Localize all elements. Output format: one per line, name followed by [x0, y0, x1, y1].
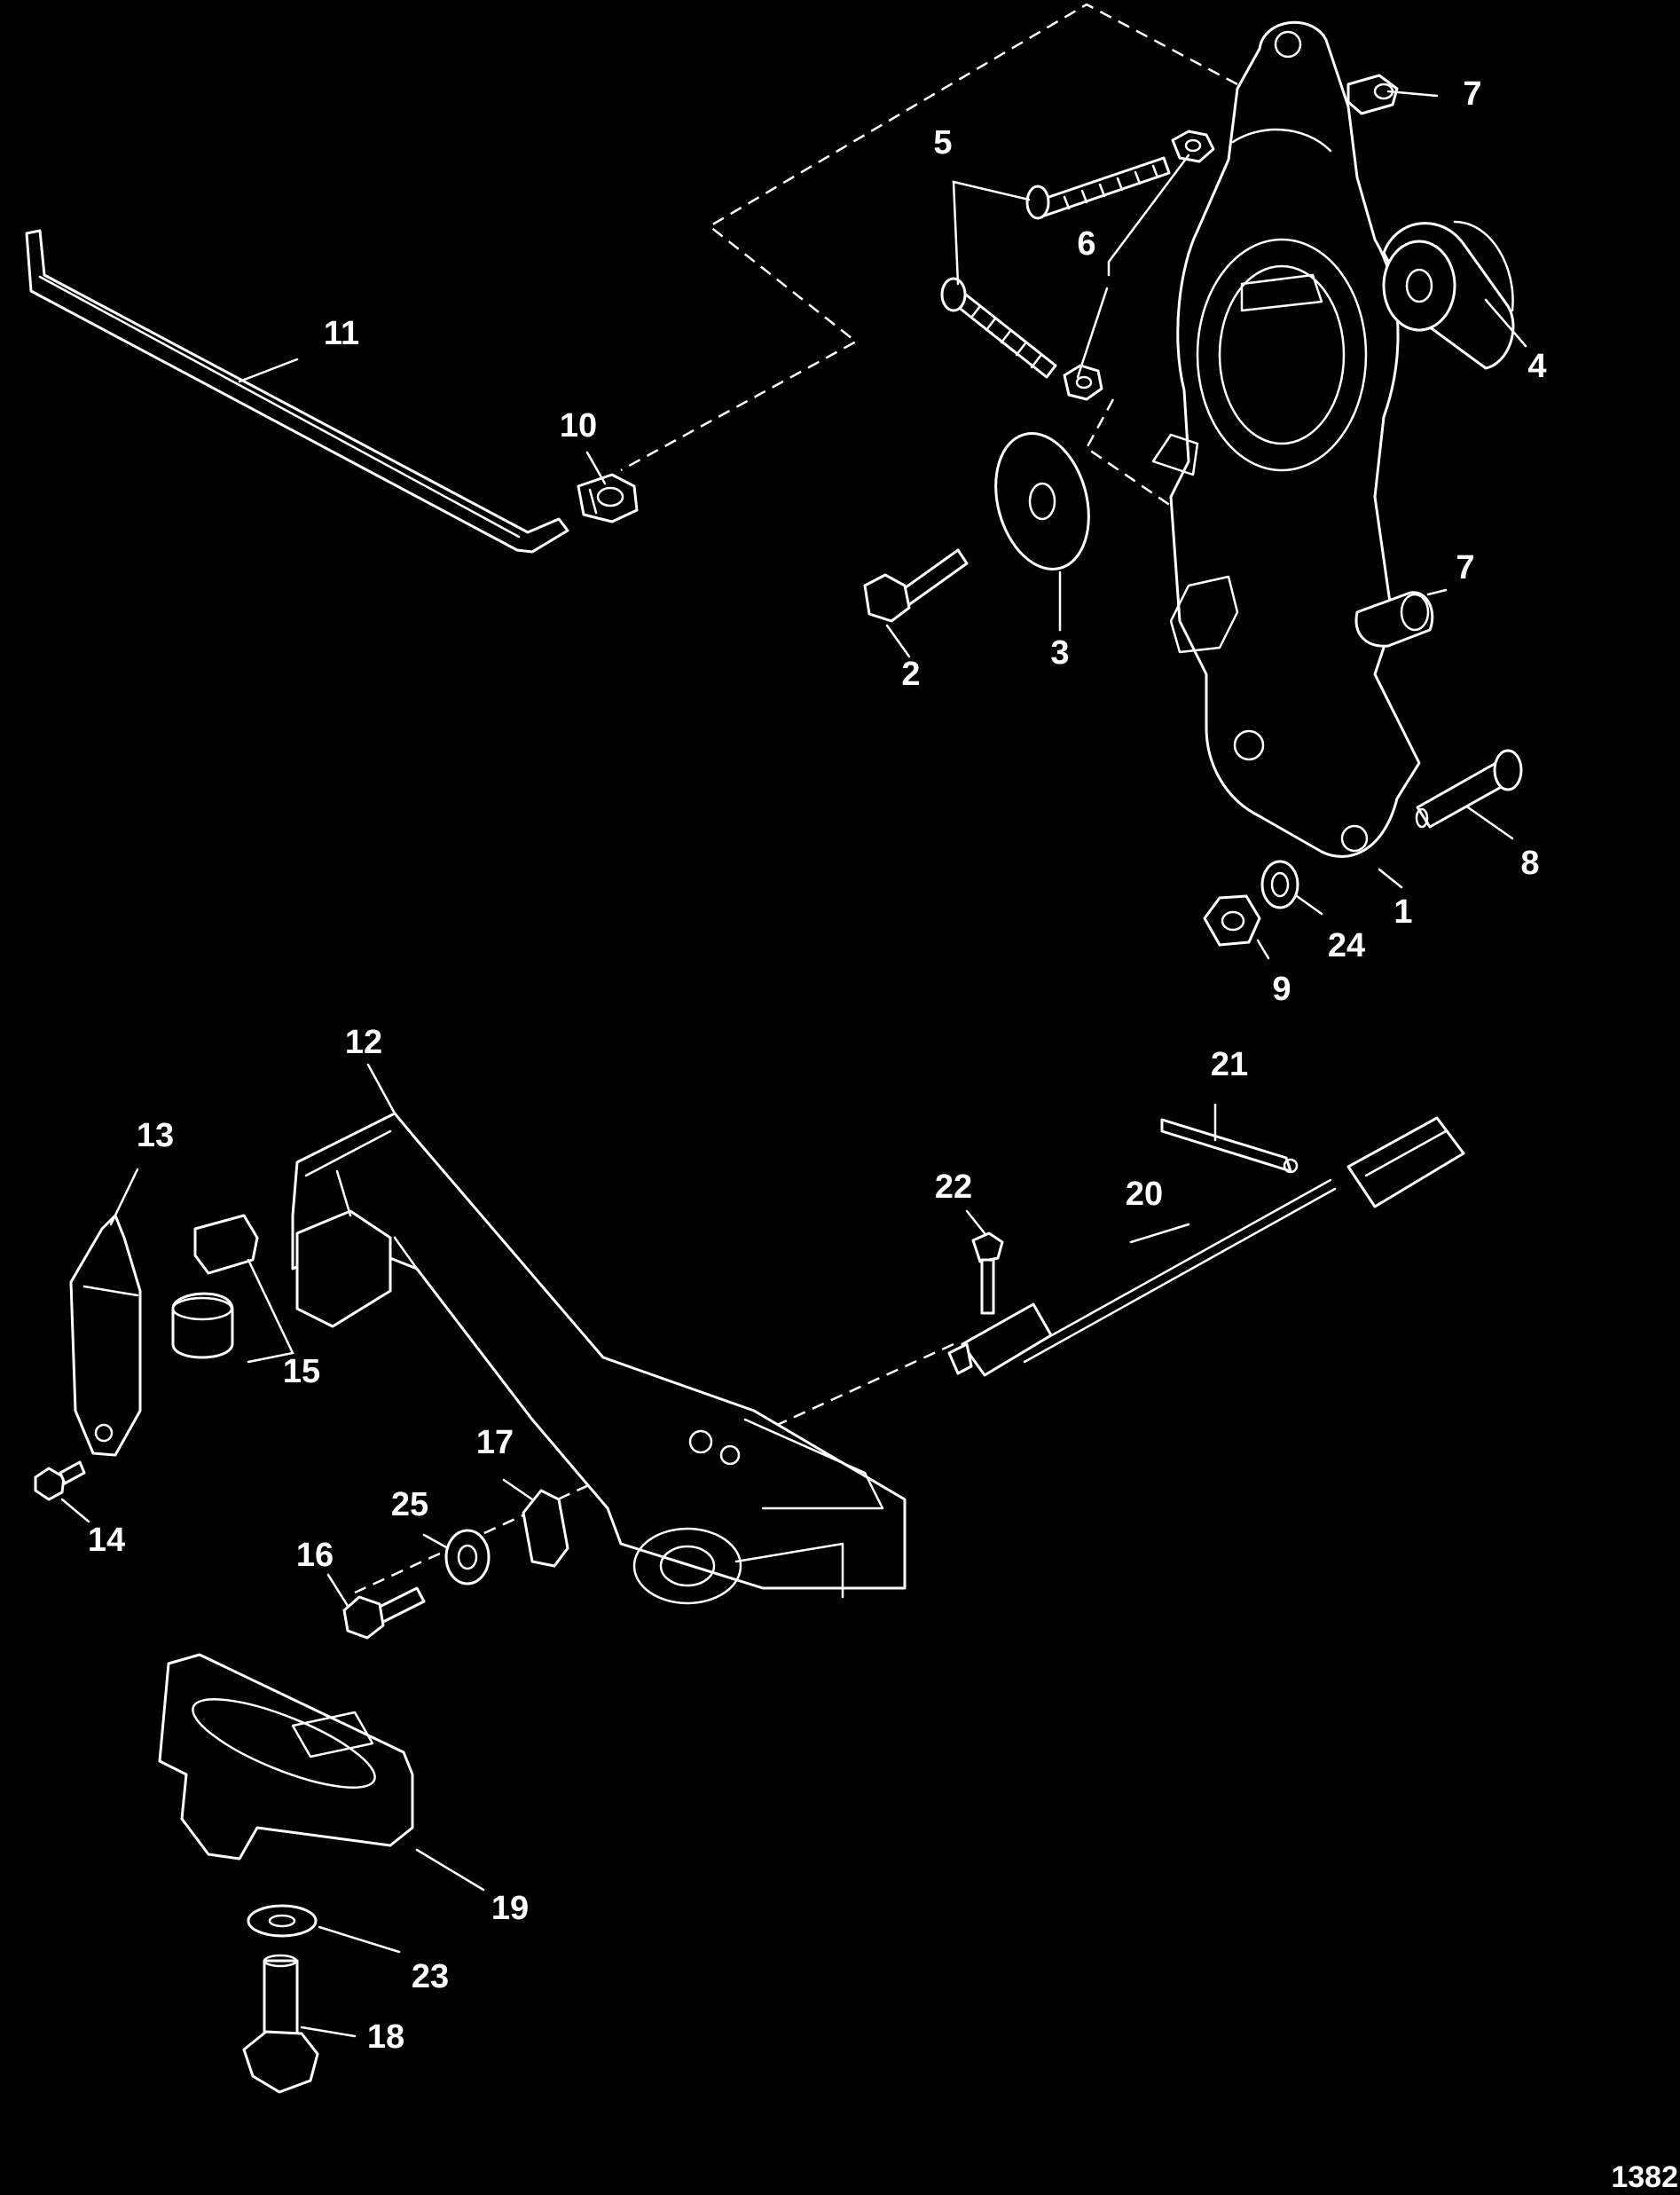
large-washer-part [994, 432, 1090, 570]
callout-5: 5 [933, 124, 952, 161]
callout-22: 22 [935, 1168, 972, 1206]
callout-25: 25 [391, 1486, 428, 1523]
callout-2: 2 [901, 656, 920, 693]
bolt-part-2 [863, 548, 969, 623]
callout-17: 17 [476, 1424, 514, 1461]
rod-part [25, 229, 569, 554]
callout-labels: 1 2 3 4 5 6 7 7 8 9 10 11 12 13 14 15 16… [88, 75, 1547, 2056]
cotter-pin-part [1160, 1118, 1299, 1174]
bolt-part-18 [242, 1954, 319, 2094]
main-bracket-part [1151, 20, 1421, 858]
rod-clip-part [577, 473, 639, 523]
callout-10: 10 [560, 407, 597, 445]
screw-part-14 [34, 1460, 86, 1501]
callout-7-lower: 7 [1456, 549, 1474, 586]
callout-1: 1 [1393, 893, 1412, 931]
clamp-part [522, 1489, 569, 1568]
callout-11: 11 [324, 315, 359, 352]
callout-24: 24 [1328, 927, 1365, 964]
callout-15: 15 [283, 1353, 320, 1390]
washer-part-23 [247, 1904, 318, 1938]
assembly-dashed-lines [354, 3, 1238, 1594]
screw-part-upper [1025, 156, 1171, 220]
callout-20: 20 [1126, 1176, 1163, 1213]
callout-23: 23 [412, 1958, 449, 1995]
sensor-cable-part [947, 1116, 1465, 1377]
switch-holder-part [158, 1653, 414, 1861]
screw-part-lower [940, 277, 1057, 379]
callout-21: 21 [1211, 1046, 1248, 1083]
leader-lines [60, 90, 1527, 2038]
spacer-part-upper [1346, 74, 1399, 115]
lower-bracket-part [291, 1112, 907, 1605]
callout-13: 13 [137, 1117, 174, 1154]
bushing-pair-part [171, 1214, 259, 1359]
callout-8: 8 [1520, 845, 1539, 882]
screw-part-22 [971, 1231, 1004, 1315]
callout-14: 14 [88, 1522, 125, 1559]
bushing-part [1382, 220, 1515, 370]
small-washer-part-24 [1260, 860, 1299, 909]
callout-6: 6 [1077, 225, 1095, 263]
figure-reference-number: 1382 [1611, 2160, 1678, 2194]
callout-19: 19 [491, 1890, 529, 1927]
bolt-part-16 [342, 1586, 426, 1640]
nut-part-lower [1063, 364, 1103, 401]
nut-part-upper [1171, 130, 1215, 163]
spacer-part-lower [1354, 591, 1434, 648]
callout-4: 4 [1527, 348, 1546, 385]
shoulder-bolt-part [1415, 749, 1523, 829]
small-washer-part-25 [444, 1529, 491, 1585]
callout-9: 9 [1272, 971, 1291, 1008]
callout-12: 12 [345, 1024, 382, 1061]
callout-16: 16 [296, 1537, 334, 1574]
locknut-part [1203, 894, 1261, 947]
rubber-mount-part [69, 1214, 142, 1457]
callout-7-upper: 7 [1463, 75, 1481, 113]
callout-3: 3 [1050, 634, 1069, 672]
callout-18: 18 [367, 2018, 404, 2056]
